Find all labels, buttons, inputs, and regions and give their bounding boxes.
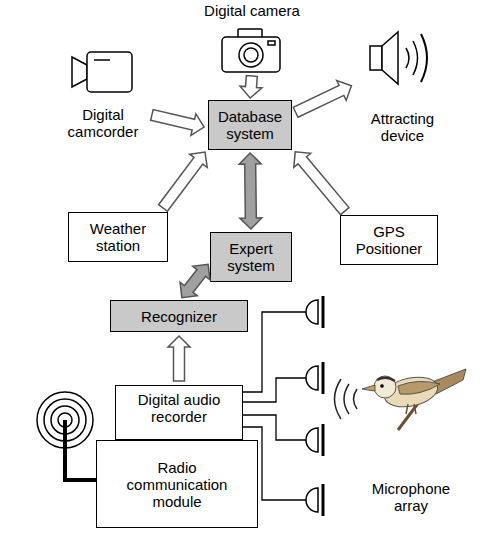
device-box: GPS Positioner — [340, 215, 438, 265]
device-box: Digital audio recorder — [115, 385, 243, 440]
node-text: Digital camera — [204, 2, 300, 19]
antenna-symbol — [37, 392, 96, 480]
microphone-wire — [243, 415, 306, 440]
bird-eye — [380, 384, 383, 387]
speaker-icon — [370, 32, 427, 84]
block-arrow — [240, 76, 262, 98]
microphone-symbol — [306, 366, 318, 390]
sound-wave — [354, 389, 358, 409]
node-text: Digital audio recorder — [118, 391, 240, 425]
microphone-wire — [243, 378, 306, 402]
camera-lens-inner — [244, 48, 258, 62]
sound-wave — [344, 384, 349, 414]
sound-wave — [413, 41, 418, 75]
bird-head-stripe — [377, 378, 395, 381]
camera-icon — [222, 29, 280, 72]
node-text: Weather station — [71, 220, 165, 254]
node-text: Expert system — [213, 240, 289, 274]
microphone-bar — [322, 484, 325, 516]
microphone-symbol — [306, 300, 318, 324]
camcorder-lens — [72, 57, 87, 87]
bird-sound-waves — [335, 379, 358, 419]
node-text: Radio communication module — [121, 459, 233, 510]
process-box: Database system — [208, 100, 292, 150]
device-label: Attracting device — [355, 24, 450, 144]
camera-body — [222, 37, 280, 72]
bird-wing — [398, 381, 440, 394]
microphone-bar — [322, 296, 325, 328]
antenna-cable — [65, 420, 96, 480]
speaker-box — [370, 46, 382, 70]
bird-legs — [406, 404, 416, 414]
node-text: Microphone array — [366, 480, 456, 514]
microphone-wire — [243, 312, 306, 392]
device-box: Radio communication module — [96, 440, 258, 528]
double-arrow — [239, 153, 262, 229]
speaker-cone — [382, 32, 398, 84]
camera-flash — [268, 41, 275, 45]
block-arrow — [151, 110, 204, 136]
microphone-array: Microphone array — [306, 290, 456, 522]
process-box: Recognizer — [110, 300, 248, 332]
sound-wave — [421, 34, 427, 82]
bird-beak — [362, 385, 375, 391]
block-arrow — [293, 81, 351, 118]
camcorder-body — [87, 52, 132, 92]
node-text: Attracting device — [357, 110, 448, 144]
camcorder-detail — [94, 59, 110, 61]
camera-lens — [239, 43, 263, 67]
node-text: GPS Positioner — [343, 223, 435, 257]
process-box: Expert system — [210, 232, 292, 282]
sound-wave — [406, 48, 409, 68]
microphone-bar — [322, 362, 325, 394]
bird-illustration — [362, 369, 466, 430]
microphone-icons — [306, 296, 323, 516]
double-arrow — [180, 264, 210, 297]
sound-wave — [335, 379, 342, 419]
camcorder-icon — [72, 52, 132, 92]
device-box: Weather station — [68, 212, 168, 262]
bird-head — [374, 376, 396, 398]
block-arrow — [294, 152, 349, 215]
node-text: Recognizer — [141, 308, 217, 325]
microphone-symbol — [306, 488, 318, 512]
microphone-bar — [322, 424, 325, 456]
microphone-symbol — [306, 428, 318, 452]
device-label: Digital camera — [200, 2, 304, 74]
node-text: Digital camcorder — [60, 106, 146, 140]
node-text: Database system — [211, 108, 289, 142]
block-arrow — [168, 336, 190, 381]
microphone-wire — [243, 427, 306, 500]
block-arrow — [159, 152, 208, 211]
device-label: Digital camcorder — [58, 44, 148, 140]
